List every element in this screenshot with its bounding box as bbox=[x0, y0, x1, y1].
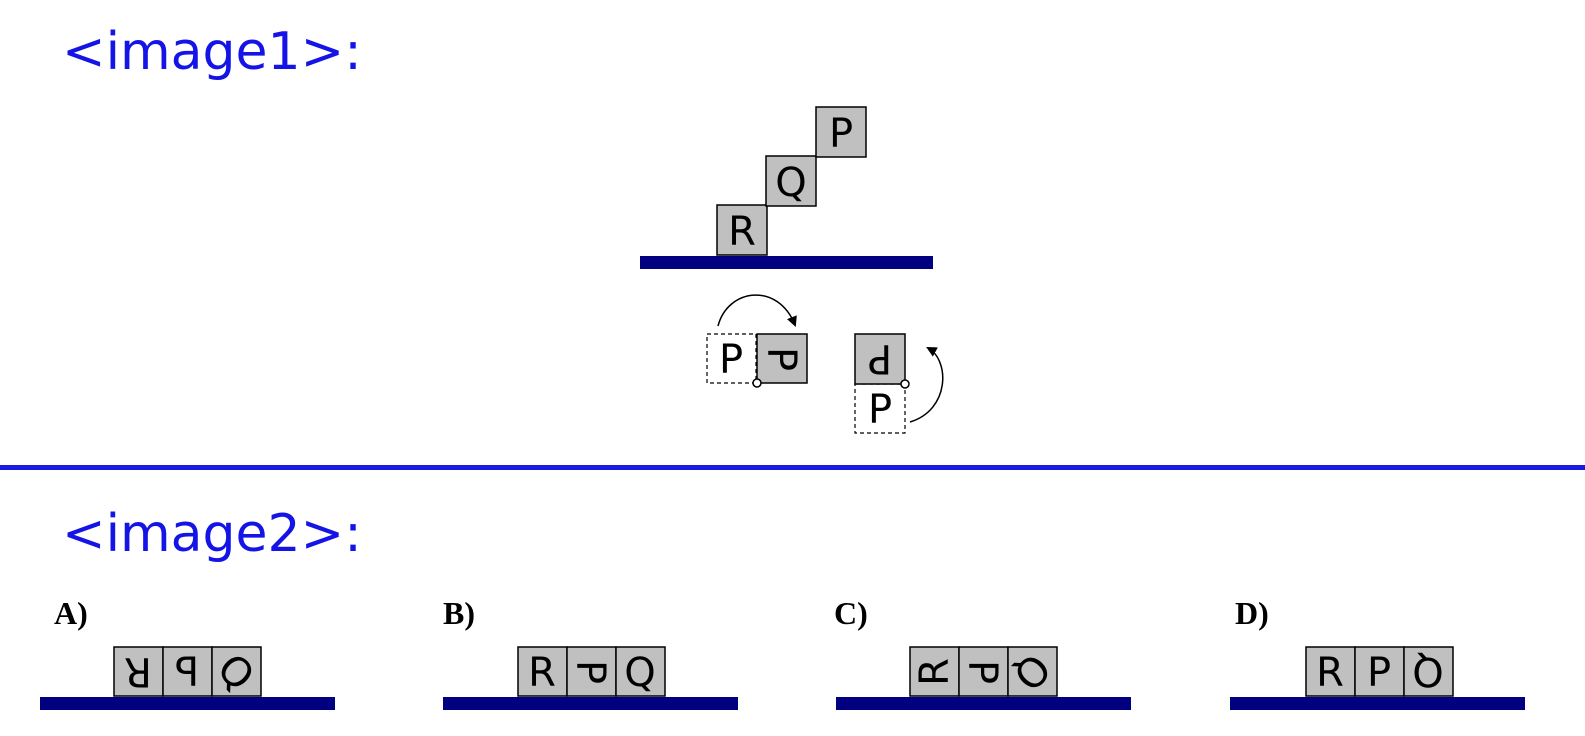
block bbox=[211, 646, 262, 697]
pivot-point bbox=[900, 379, 910, 389]
block-letter-q: Q bbox=[775, 160, 806, 206]
roll-arrow bbox=[717, 294, 797, 327]
roll-example-right: P P bbox=[706, 294, 808, 388]
block-letter-p: P bbox=[829, 111, 853, 157]
option-b[interactable]: B) R P Q bbox=[443, 595, 738, 710]
block-letter: Q bbox=[624, 650, 655, 696]
block-letter: R bbox=[528, 650, 556, 696]
ghost-letter: P bbox=[719, 337, 743, 383]
block-letter: P bbox=[959, 660, 1005, 684]
block-q bbox=[765, 155, 817, 207]
floor-bar bbox=[443, 697, 738, 710]
option-d-label: D) bbox=[1235, 595, 1269, 631]
ghost-letter: P bbox=[868, 387, 892, 433]
block bbox=[958, 646, 1009, 697]
block-letter: R bbox=[1316, 650, 1344, 696]
block bbox=[1305, 646, 1356, 697]
block-letter: Q bbox=[1412, 648, 1443, 694]
block-letter: P bbox=[567, 660, 613, 684]
option-c[interactable]: C) R P Q bbox=[834, 595, 1131, 710]
block bbox=[162, 646, 213, 697]
block-r bbox=[716, 204, 768, 256]
block-letter: P bbox=[1367, 650, 1391, 696]
image2-caption: <image2>: bbox=[62, 504, 362, 564]
option-c-label: C) bbox=[834, 595, 868, 631]
section-divider bbox=[0, 465, 1585, 470]
block bbox=[615, 646, 666, 697]
floor-bar bbox=[40, 697, 335, 710]
option-a[interactable]: A) R P Q bbox=[40, 595, 335, 710]
block bbox=[113, 646, 164, 697]
floor-bar bbox=[640, 256, 933, 269]
staircase-figure: R Q P bbox=[640, 106, 933, 269]
block bbox=[1007, 646, 1058, 697]
option-a-label: A) bbox=[54, 595, 88, 631]
image1-caption: <image1>: bbox=[62, 22, 362, 82]
block-letter-r: R bbox=[728, 209, 756, 255]
rolled-letter: P bbox=[758, 347, 804, 371]
rolled-block bbox=[854, 333, 906, 385]
roll-example-up: P P bbox=[854, 333, 944, 434]
ghost-block bbox=[706, 333, 757, 384]
floor-bar bbox=[836, 697, 1131, 710]
roll-arrow bbox=[909, 346, 944, 423]
block-letter: P bbox=[175, 650, 199, 696]
block bbox=[1403, 646, 1454, 697]
rolled-letter: P bbox=[868, 335, 892, 381]
option-b-label: B) bbox=[443, 595, 475, 631]
pivot-point bbox=[752, 378, 762, 388]
block bbox=[517, 646, 568, 697]
floor-bar bbox=[1230, 697, 1525, 710]
option-d[interactable]: D) R P Q bbox=[1230, 595, 1525, 710]
ghost-block bbox=[854, 383, 906, 434]
block-p bbox=[815, 106, 867, 158]
block bbox=[1354, 646, 1405, 697]
block-letter: R bbox=[124, 648, 152, 694]
rolled-block bbox=[756, 333, 808, 384]
block-letter: R bbox=[912, 658, 958, 686]
